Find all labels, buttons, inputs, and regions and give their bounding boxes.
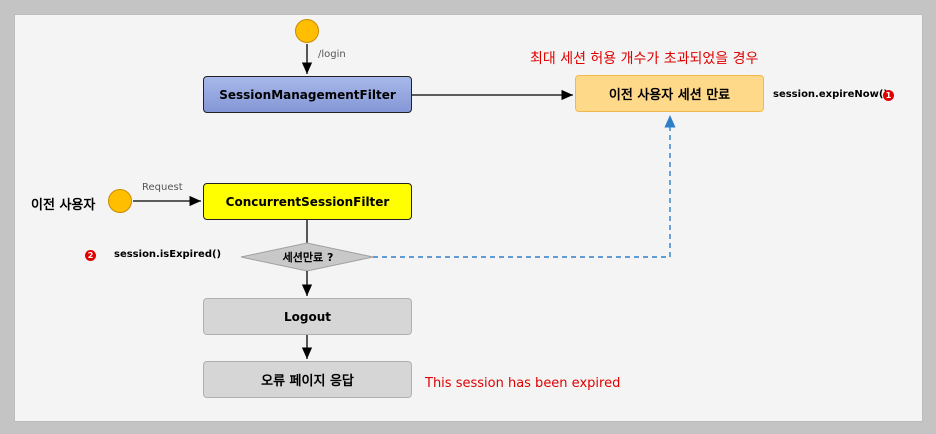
decision-label-wrap: 세션만료 ? xyxy=(241,243,375,271)
concurrent-session-filter-label: ConcurrentSessionFilter xyxy=(225,194,390,209)
dashed-expired-arrow xyxy=(373,115,676,258)
error-page-response-label: 오류 페이지 응답 xyxy=(261,374,354,389)
concurrent-session-filter-box: ConcurrentSessionFilter xyxy=(203,183,412,220)
logout-label: Logout xyxy=(283,309,331,324)
expire-previous-session-box: 이전 사용자 세션 만료 xyxy=(575,75,764,112)
diagram-canvas: /login SessionManagementFilter 최대 세션 허용 … xyxy=(14,14,923,422)
session-management-filter-box: SessionManagementFilter xyxy=(203,76,412,113)
is-expired-label: session.isExpired() xyxy=(114,249,222,260)
previous-user-label: 이전 사용자 xyxy=(31,198,96,213)
expire-previous-session-label: 이전 사용자 세션 만료 xyxy=(608,88,731,103)
step-2-badge: 2 xyxy=(85,250,96,261)
expired-message: This session has been expired xyxy=(425,376,621,391)
expire-now-label: session.expireNow() xyxy=(773,89,889,100)
max-session-note: 최대 세션 허용 개수가 초과되었을 경우 xyxy=(530,51,759,67)
session-management-filter-label: SessionManagementFilter xyxy=(219,87,396,102)
login-label: /login xyxy=(318,49,346,60)
login-start-node xyxy=(295,19,319,43)
previous-user-node xyxy=(108,189,132,213)
request-label: Request xyxy=(142,182,183,193)
decision-label: 세션만료 ? xyxy=(282,251,334,264)
error-page-response-box: 오류 페이지 응답 xyxy=(203,361,412,398)
connector-lines xyxy=(133,44,676,359)
step-1-badge: 1 xyxy=(883,90,894,101)
logout-box: Logout xyxy=(203,298,412,335)
